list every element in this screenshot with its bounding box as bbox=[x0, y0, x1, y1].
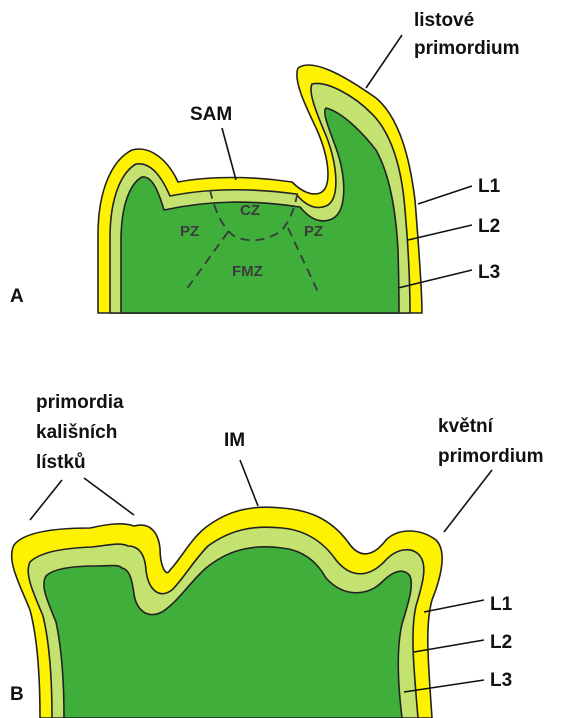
panel-a-leaf-primordium-leader bbox=[366, 35, 402, 88]
panel-a-fmz-label: FMZ bbox=[232, 263, 263, 280]
panel-b-im-label: IM bbox=[224, 430, 245, 451]
panel-b-flower-primordium-leader bbox=[444, 470, 492, 532]
panel-b-flower-primordium-label-line2: primordium bbox=[438, 446, 544, 467]
panel-a-sam-label: SAM bbox=[190, 104, 232, 125]
panel-b: primordia kališních lístků IM květní pri… bbox=[10, 392, 544, 718]
panel-a-leaf-primordium-label-line2: primordium bbox=[414, 38, 520, 59]
panel-b-sepal-leader-right bbox=[84, 478, 134, 515]
panel-b-sepal-primordia-label-line2: kališních bbox=[36, 422, 117, 443]
panel-b-sepal-leader-left bbox=[30, 480, 62, 520]
panel-b-l1-leader bbox=[424, 600, 484, 612]
panel-b-sepal-primordia-label-line1: primordia bbox=[36, 392, 124, 413]
panel-a-cz-label: CZ bbox=[240, 202, 260, 219]
panel-a-sam-leader bbox=[222, 128, 236, 180]
panel-b-l3-label: L3 bbox=[490, 670, 512, 691]
panel-a-l3-label: L3 bbox=[478, 262, 500, 283]
panel-b-letter: B bbox=[10, 684, 24, 705]
panel-b-im-leader bbox=[240, 460, 258, 506]
panel-b-meristem-shape bbox=[12, 507, 442, 718]
panel-a-pz-left-label: PZ bbox=[180, 223, 199, 240]
panel-b-l1-label: L1 bbox=[490, 594, 513, 615]
panel-a-pz-right-label: PZ bbox=[304, 223, 323, 240]
panel-b-l2-label: L2 bbox=[490, 632, 512, 653]
panel-b-sepal-primordia-label-line3: lístků bbox=[36, 452, 86, 473]
panel-a-layer-l3 bbox=[121, 108, 399, 313]
panel-a: CZ PZ PZ FMZ listové primordium SAM L1 L… bbox=[10, 10, 520, 313]
panel-a-leaf-primordium-label-line1: listové bbox=[414, 10, 474, 31]
panel-a-letter: A bbox=[10, 286, 24, 307]
panel-a-l1-label: L1 bbox=[478, 176, 501, 197]
panel-a-l2-label: L2 bbox=[478, 216, 500, 237]
panel-a-l1-leader bbox=[418, 186, 472, 204]
panel-b-flower-primordium-label-line1: květní bbox=[438, 416, 494, 437]
